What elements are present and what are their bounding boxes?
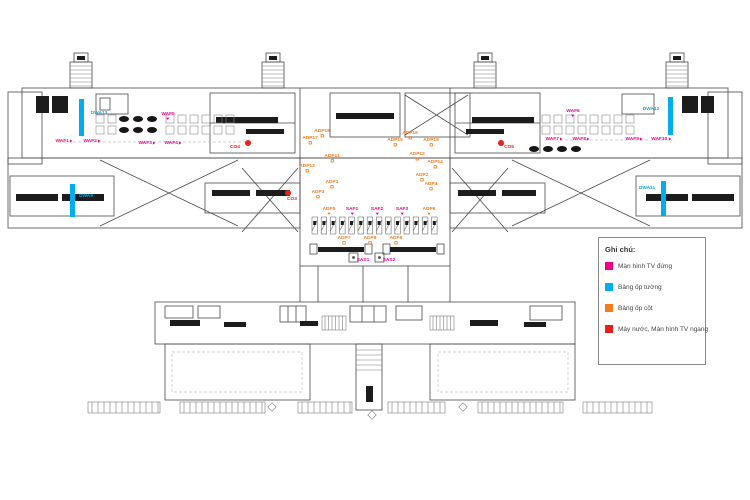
legend: Ghi chú: Màn hình TV đứng Bảng ốp tường … [598,237,708,365]
plan-solid-elements [16,56,734,402]
legend-label-tv-vertical: Màn hình TV đứng [618,262,673,270]
plan-security-lanes [311,216,438,235]
legend-swatch-wall-board [605,283,613,291]
legend-title: Ghi chú: [605,245,636,254]
legend-label-water-tv: Máy nước, Màn hình TV ngang [618,325,709,333]
plan-hatching [70,65,688,420]
legend-item-water-tv: Máy nước, Màn hình TV ngang [605,325,708,333]
legend-swatch-tv-vertical [605,262,613,270]
legend-item-column-board: Bảng ốp cột [605,304,699,312]
legend-label-wall-board: Bảng ốp tường [618,283,662,291]
legend-item-tv-vertical: Màn hình TV đứng [605,262,699,270]
legend-swatch-water-tv [605,325,613,333]
plan-walls [7,52,743,411]
legend-label-column-board: Bảng ốp cột [618,304,653,312]
legend-item-wall-board: Bảng ốp tường [605,283,699,291]
plan-dashed-lines [58,139,668,393]
legend-swatch-column-board [605,304,613,312]
plan-kiosk-grid [95,114,635,135]
